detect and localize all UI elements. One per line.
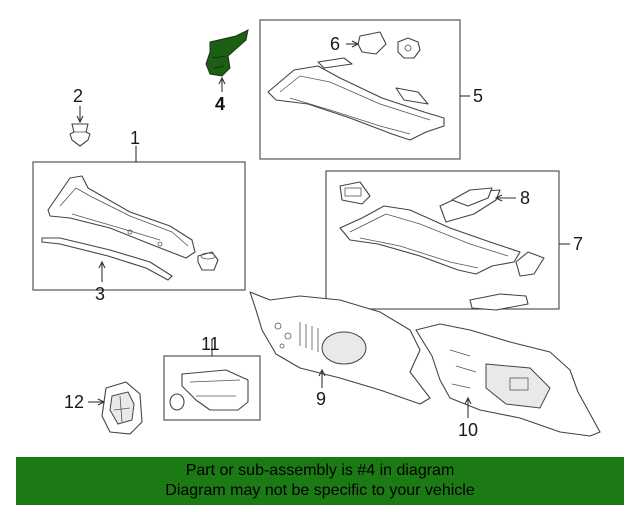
callout-10: 10 [458, 420, 478, 440]
callout-1: 1 [130, 128, 140, 148]
part-12-grommet[interactable] [101, 381, 143, 435]
callout-5: 5 [473, 86, 483, 106]
notice-line-part: Part or sub-assembly is #4 in diagram [185, 462, 455, 479]
part-7-cowl-assembly[interactable] [339, 181, 545, 311]
callout-4: 4 [215, 94, 225, 114]
group-box-7 [325, 170, 560, 310]
part-11-bracket[interactable] [169, 369, 249, 411]
callout-3: 3 [95, 284, 105, 304]
notice-line-disclaimer: Diagram may not be specific to your vehi… [165, 482, 475, 499]
group-box-1 [32, 161, 246, 291]
callout-2: 2 [73, 86, 83, 106]
part-1-cowl-panel[interactable] [47, 175, 219, 271]
part-9-dash-panel[interactable] [249, 291, 431, 405]
part-5-upper-cowl-panel[interactable] [267, 57, 445, 141]
part-3-weatherstrip[interactable] [41, 237, 173, 281]
part-10-dash-insulator[interactable] [415, 323, 601, 437]
parts-diagram: 1 2 3 4 5 6 7 8 9 10 11 12 [32, 19, 601, 440]
part-8-reinforcement[interactable] [451, 187, 493, 207]
group-box-5 [259, 19, 461, 160]
callout-9: 9 [316, 389, 326, 409]
callout-11: 11 [201, 334, 220, 354]
callout-7: 7 [573, 234, 583, 254]
callout-6: 6 [330, 34, 340, 54]
leader-lines [76, 40, 570, 418]
part-6-bracket[interactable] [357, 31, 421, 59]
callout-8: 8 [520, 188, 530, 208]
part-4-highlighted-bracket[interactable] [205, 29, 249, 77]
part-2-clip[interactable] [69, 123, 91, 147]
diagram-notice-banner: Part or sub-assembly is #4 in diagram Di… [16, 457, 624, 505]
callout-12: 12 [64, 392, 84, 412]
